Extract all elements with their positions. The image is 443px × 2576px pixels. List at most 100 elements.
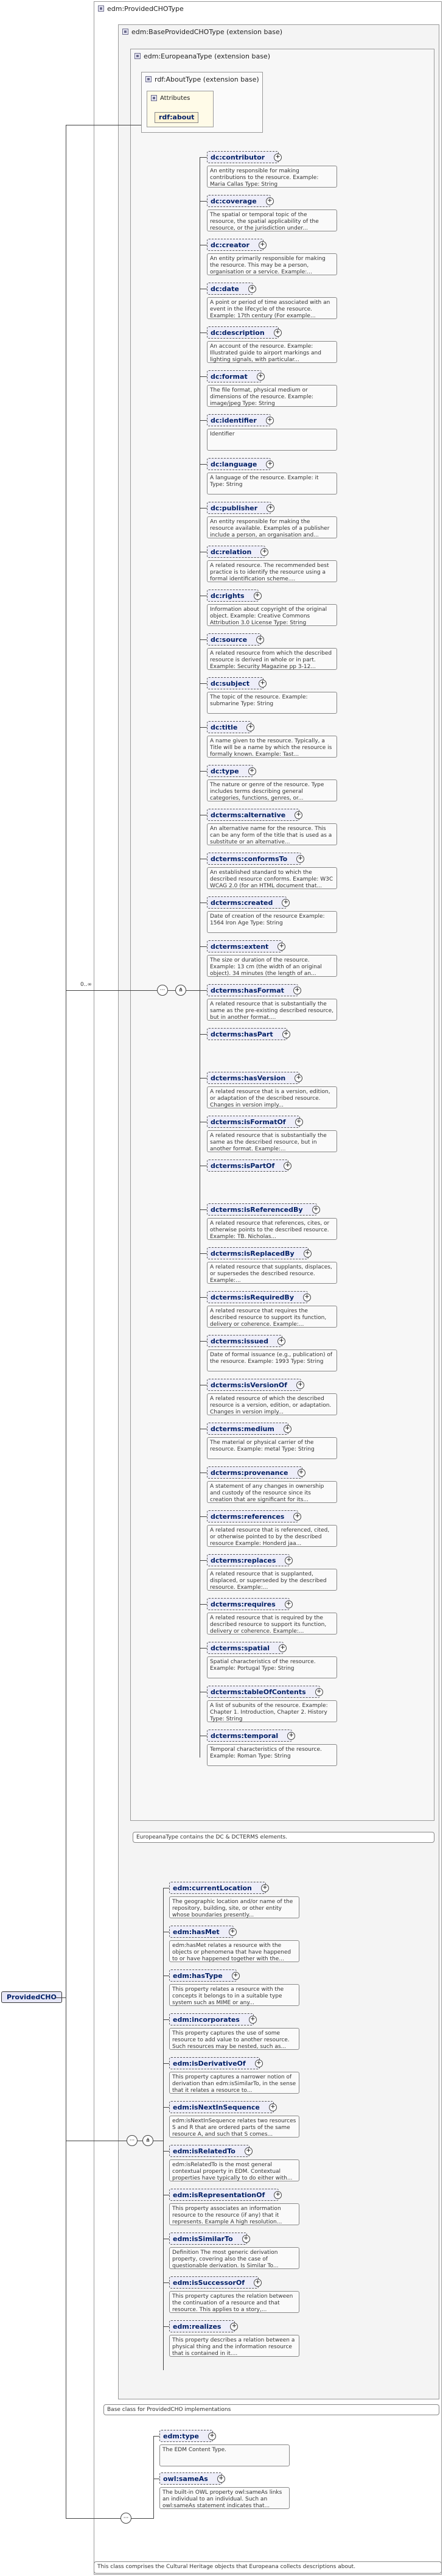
expand-icon[interactable]: + <box>258 241 267 249</box>
schema-element[interactable]: edm:isSimilarTo+ <box>169 2233 250 2245</box>
expand-icon[interactable]: + <box>273 329 282 337</box>
expand-icon[interactable]: + <box>295 1074 303 1082</box>
rdf-about-attribute[interactable]: rdf:about <box>155 112 198 123</box>
expand-icon[interactable]: + <box>277 943 286 951</box>
expand-icon[interactable]: + <box>285 1557 293 1564</box>
expand-icon[interactable]: + <box>265 417 274 424</box>
schema-element[interactable]: owl:sameAs+ <box>159 2472 225 2485</box>
schema-element[interactable]: dc:date+ <box>207 283 256 295</box>
expand-icon[interactable]: + <box>303 1250 312 1258</box>
expand-icon[interactable]: + <box>265 197 274 205</box>
expand-icon[interactable]: + <box>287 1732 296 1740</box>
schema-element[interactable]: edm:type+ <box>159 2430 216 2442</box>
schema-element[interactable]: edm:hasMet+ <box>169 1926 237 1938</box>
schema-element[interactable]: edm:incorporates+ <box>169 2013 257 2025</box>
expand-icon[interactable]: + <box>248 767 256 775</box>
schema-element[interactable]: dc:contributor+ <box>207 151 282 163</box>
schema-element[interactable]: dc:source+ <box>207 633 265 646</box>
schema-element[interactable]: dcterms:isReferencedBy+ <box>207 1203 320 1216</box>
expand-icon[interactable]: + <box>248 285 256 293</box>
expand-icon[interactable]: + <box>248 2016 257 2024</box>
schema-element[interactable]: edm:realizes+ <box>169 2320 239 2332</box>
schema-element[interactable]: dcterms:medium+ <box>207 1423 291 1435</box>
expand-icon[interactable]: + <box>253 2279 262 2287</box>
expand-icon[interactable]: + <box>246 723 255 731</box>
sequence-compositor-type[interactable]: ··· <box>120 2513 131 2524</box>
schema-element[interactable]: dcterms:conformsTo+ <box>207 853 305 865</box>
expand-icon[interactable]: + <box>312 1206 320 1214</box>
schema-element[interactable]: edm:isRepresentationOf+ <box>169 2189 282 2201</box>
schema-element[interactable]: edm:hasType+ <box>169 1969 240 1982</box>
expand-icon[interactable]: + <box>260 548 269 556</box>
expand-icon[interactable]: + <box>293 987 301 994</box>
schema-element[interactable]: dc:subject+ <box>207 677 267 689</box>
schema-element[interactable]: dcterms:provenance+ <box>207 1466 305 1479</box>
expand-icon[interactable]: + <box>208 2432 216 2440</box>
expand-icon[interactable]: + <box>230 2323 239 2331</box>
schema-element[interactable]: edm:currentLocation+ <box>169 1882 269 1894</box>
schema-element[interactable]: dcterms:created+ <box>207 896 290 909</box>
expand-icon[interactable]: + <box>293 1513 302 1521</box>
expand-icon[interactable]: + <box>267 504 275 512</box>
schema-element[interactable]: dc:type+ <box>207 765 256 777</box>
schema-element[interactable]: dcterms:isVersionOf+ <box>207 1379 304 1391</box>
expand-icon[interactable]: + <box>217 2475 225 2483</box>
schema-element[interactable]: dcterms:hasFormat+ <box>207 984 301 996</box>
expand-icon[interactable]: + <box>277 1337 285 1345</box>
schema-element[interactable]: edm:isSuccessorOf+ <box>169 2276 262 2289</box>
expand-icon[interactable]: + <box>242 2235 250 2243</box>
expand-icon[interactable]: + <box>279 1644 287 1652</box>
schema-element[interactable]: dcterms:replaces+ <box>207 1554 293 1566</box>
expand-icon[interactable]: + <box>282 1030 290 1038</box>
expand-icon[interactable]: + <box>266 460 274 468</box>
schema-element[interactable]: dcterms:hasPart+ <box>207 1028 290 1040</box>
expand-icon[interactable]: + <box>302 1293 311 1301</box>
expand-icon[interactable]: + <box>231 1972 240 1980</box>
schema-element[interactable]: dcterms:tableOfContents+ <box>207 1686 323 1698</box>
expand-icon[interactable]: + <box>274 153 282 161</box>
schema-element[interactable]: dcterms:spatial+ <box>207 1642 287 1654</box>
expand-icon[interactable]: + <box>282 899 290 907</box>
expand-icon[interactable]: + <box>268 2103 277 2111</box>
schema-element[interactable]: dc:coverage+ <box>207 195 274 207</box>
schema-element[interactable]: dcterms:extent+ <box>207 940 286 952</box>
expand-icon[interactable]: + <box>244 2147 253 2155</box>
schema-element[interactable]: dc:rights+ <box>207 589 262 602</box>
expand-icon[interactable]: + <box>228 1928 237 1936</box>
schema-element[interactable]: dcterms:isReplacedBy+ <box>207 1247 312 1259</box>
schema-element[interactable]: dc:description+ <box>207 326 282 339</box>
schema-element[interactable]: dc:creator+ <box>207 239 267 251</box>
choice-compositor-base[interactable]: ⋔ <box>142 2135 153 2146</box>
expand-icon[interactable]: + <box>256 636 265 644</box>
schema-element[interactable]: dcterms:hasVersion+ <box>207 1072 303 1084</box>
expand-icon[interactable]: + <box>284 1600 293 1608</box>
expand-icon[interactable]: + <box>260 1884 269 1892</box>
schema-element[interactable]: edm:isNextInSequence+ <box>169 2101 277 2113</box>
expand-icon[interactable]: + <box>254 2060 263 2067</box>
schema-element[interactable]: dcterms:temporal+ <box>207 1730 296 1742</box>
sequence-compositor-europeana[interactable]: ··· <box>157 985 168 996</box>
schema-element[interactable]: dc:language+ <box>207 458 274 470</box>
expand-icon[interactable]: + <box>274 2191 282 2199</box>
expand-icon[interactable]: + <box>253 592 262 600</box>
schema-element[interactable]: dc:relation+ <box>207 546 269 558</box>
schema-element[interactable]: dcterms:isPartOf+ <box>207 1160 292 1172</box>
expand-icon[interactable]: + <box>295 1118 303 1126</box>
schema-element[interactable]: dc:format+ <box>207 370 265 382</box>
expand-icon[interactable]: + <box>296 855 305 863</box>
expand-icon[interactable]: + <box>256 373 265 381</box>
expand-icon[interactable]: + <box>297 1469 305 1477</box>
root-element[interactable]: ProvidedCHO <box>1 1991 62 2003</box>
sequence-compositor-base[interactable]: ··· <box>127 2135 138 2146</box>
expand-icon[interactable]: + <box>296 1381 304 1389</box>
schema-element[interactable]: dcterms:isFormatOf+ <box>207 1116 303 1128</box>
schema-element[interactable]: dcterms:alternative+ <box>207 809 303 821</box>
schema-element[interactable]: dcterms:references+ <box>207 1510 302 1522</box>
choice-compositor-europeana[interactable]: ⋔ <box>175 985 186 996</box>
schema-element[interactable]: edm:isRelatedTo+ <box>169 2145 253 2157</box>
expand-icon[interactable]: + <box>259 680 267 688</box>
expand-icon[interactable]: + <box>284 1162 292 1170</box>
schema-element[interactable]: dcterms:requires+ <box>207 1598 293 1610</box>
schema-element[interactable]: edm:isDerivativeOf+ <box>169 2057 263 2069</box>
schema-element[interactable]: dcterms:issued+ <box>207 1335 285 1347</box>
